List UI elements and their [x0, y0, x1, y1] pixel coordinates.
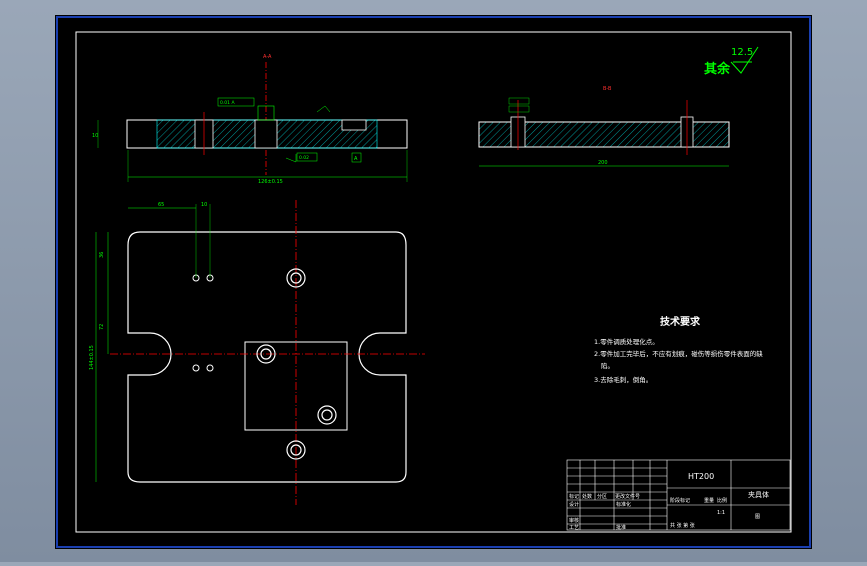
side-overall-dim: 200: [598, 160, 608, 166]
tb-row-doc: 更改文件号: [615, 493, 640, 500]
tb-approve: 批准: [616, 524, 626, 531]
title-block-text: HT200 夹具体 图 标记 处数 分区 更改文件号 设计 标准化 审核 工艺 …: [569, 472, 769, 531]
side-section-label: B-B: [603, 86, 612, 92]
tb-sheets: 共 张 第 张: [670, 522, 695, 529]
tb-ratio: 比例: [717, 497, 727, 504]
tb-process: 工艺: [569, 525, 579, 531]
sheet-outer-border: [56, 16, 811, 548]
front-section-view: A-A 126±0.15 10 0.01 A 0.02 A: [92, 54, 408, 185]
tb-weight: 重量: [704, 497, 714, 504]
datum-label: A: [354, 156, 358, 162]
tech-item-3: 陷。: [601, 361, 614, 370]
drawing-frame: [75, 31, 792, 533]
left-dim-1: 36: [99, 252, 105, 258]
tb-row-count: 处数: [582, 493, 592, 500]
tb-row-mark: 标记: [569, 493, 579, 500]
tb-review: 审核: [569, 517, 579, 524]
roughness-label: 其余: [704, 61, 731, 77]
plan-view: 65 10 36 72 144±0.15: [89, 200, 425, 505]
tb-scale: 1:1: [717, 510, 725, 516]
left-dim-2: 72: [99, 324, 105, 330]
tech-requirements: 技术要求 1.零件调质处理化点。 2.零件加工完毕后，不应有划痕，碰伤等损伤零件…: [594, 315, 763, 384]
left-dim-overall: 144±0.15: [89, 345, 95, 370]
drawing-sheet: [55, 15, 812, 549]
tb-stage: 阶段标记: [670, 497, 690, 504]
front-overall-dim: 126±0.15: [258, 179, 283, 185]
tech-title: 技术要求: [660, 315, 701, 328]
front-height-dim: 10: [92, 133, 98, 139]
roughness-value: 12.5: [731, 47, 753, 58]
tb-design: 设计: [569, 501, 579, 508]
side-section-view: B-B 200: [478, 86, 730, 167]
tb-row-zone: 分区: [597, 493, 607, 500]
top-dim-2: 10: [201, 202, 207, 208]
tb-company: 图: [755, 514, 760, 520]
tb-material: HT200: [688, 472, 714, 481]
surface-roughness-symbol: 其余 12.5: [704, 46, 759, 77]
title-block: [566, 459, 791, 531]
tech-item-1: 1.零件调质处理化点。: [594, 337, 659, 346]
front-section-label: A-A: [263, 54, 272, 60]
gdt-frame-1: 0.01 A: [220, 100, 235, 106]
top-dim-1: 65: [158, 202, 164, 208]
gdt-frame-2: 0.02: [299, 155, 309, 161]
tb-part-name: 夹具体: [748, 490, 769, 499]
tech-item-2: 2.零件加工完毕后，不应有划痕，碰伤等损伤零件表面的缺: [594, 349, 763, 358]
tech-item-4: 3.去除毛刺，倒角。: [594, 375, 652, 384]
tb-standard: 标准化: [616, 501, 631, 508]
